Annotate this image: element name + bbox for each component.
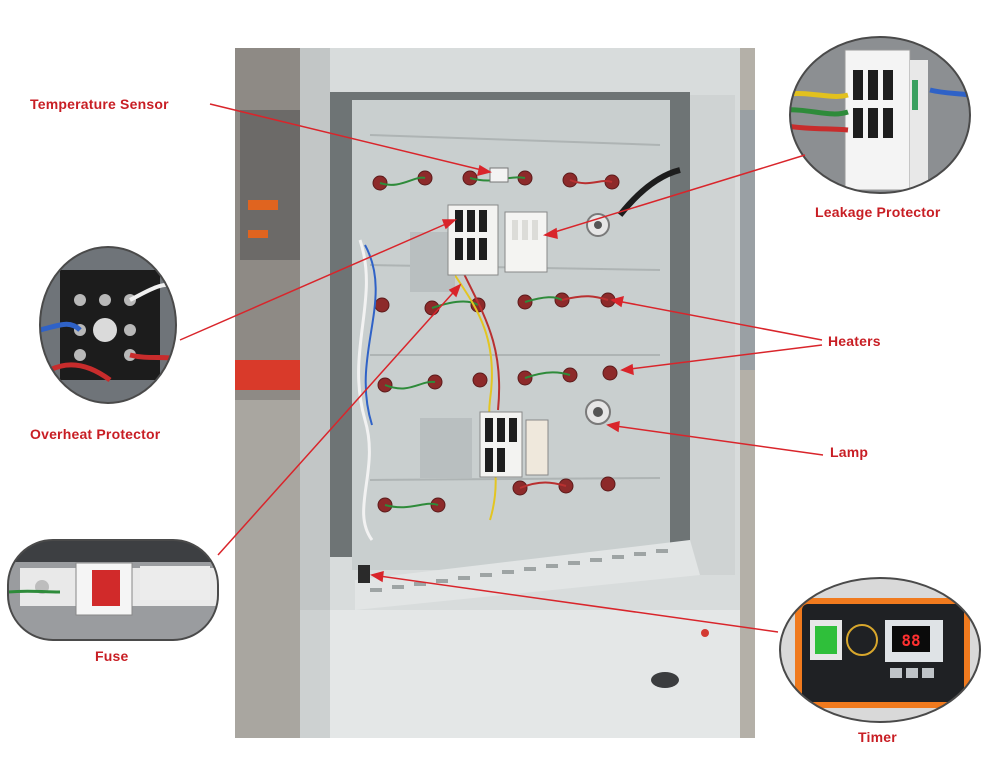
- overheat-protector-inset: [39, 246, 177, 404]
- fuse-inset: [7, 539, 219, 641]
- label-overheat-protector: Overheat Protector: [30, 426, 161, 442]
- callout-lines: [179, 103, 824, 633]
- label-heaters: Heaters: [828, 333, 881, 349]
- label-fuse: Fuse: [95, 648, 129, 664]
- label-timer: Timer: [858, 729, 897, 745]
- cabinet-components: [358, 167, 611, 583]
- label-lamp: Lamp: [830, 444, 869, 460]
- timer-display: 88: [901, 631, 920, 650]
- label-leakage-protector: Leakage Protector: [815, 204, 941, 220]
- timer-inset: 88: [779, 577, 981, 723]
- label-temperature-sensor: Temperature Sensor: [30, 96, 169, 112]
- leakage-protector-inset: [789, 36, 971, 194]
- cabinet: [300, 48, 740, 738]
